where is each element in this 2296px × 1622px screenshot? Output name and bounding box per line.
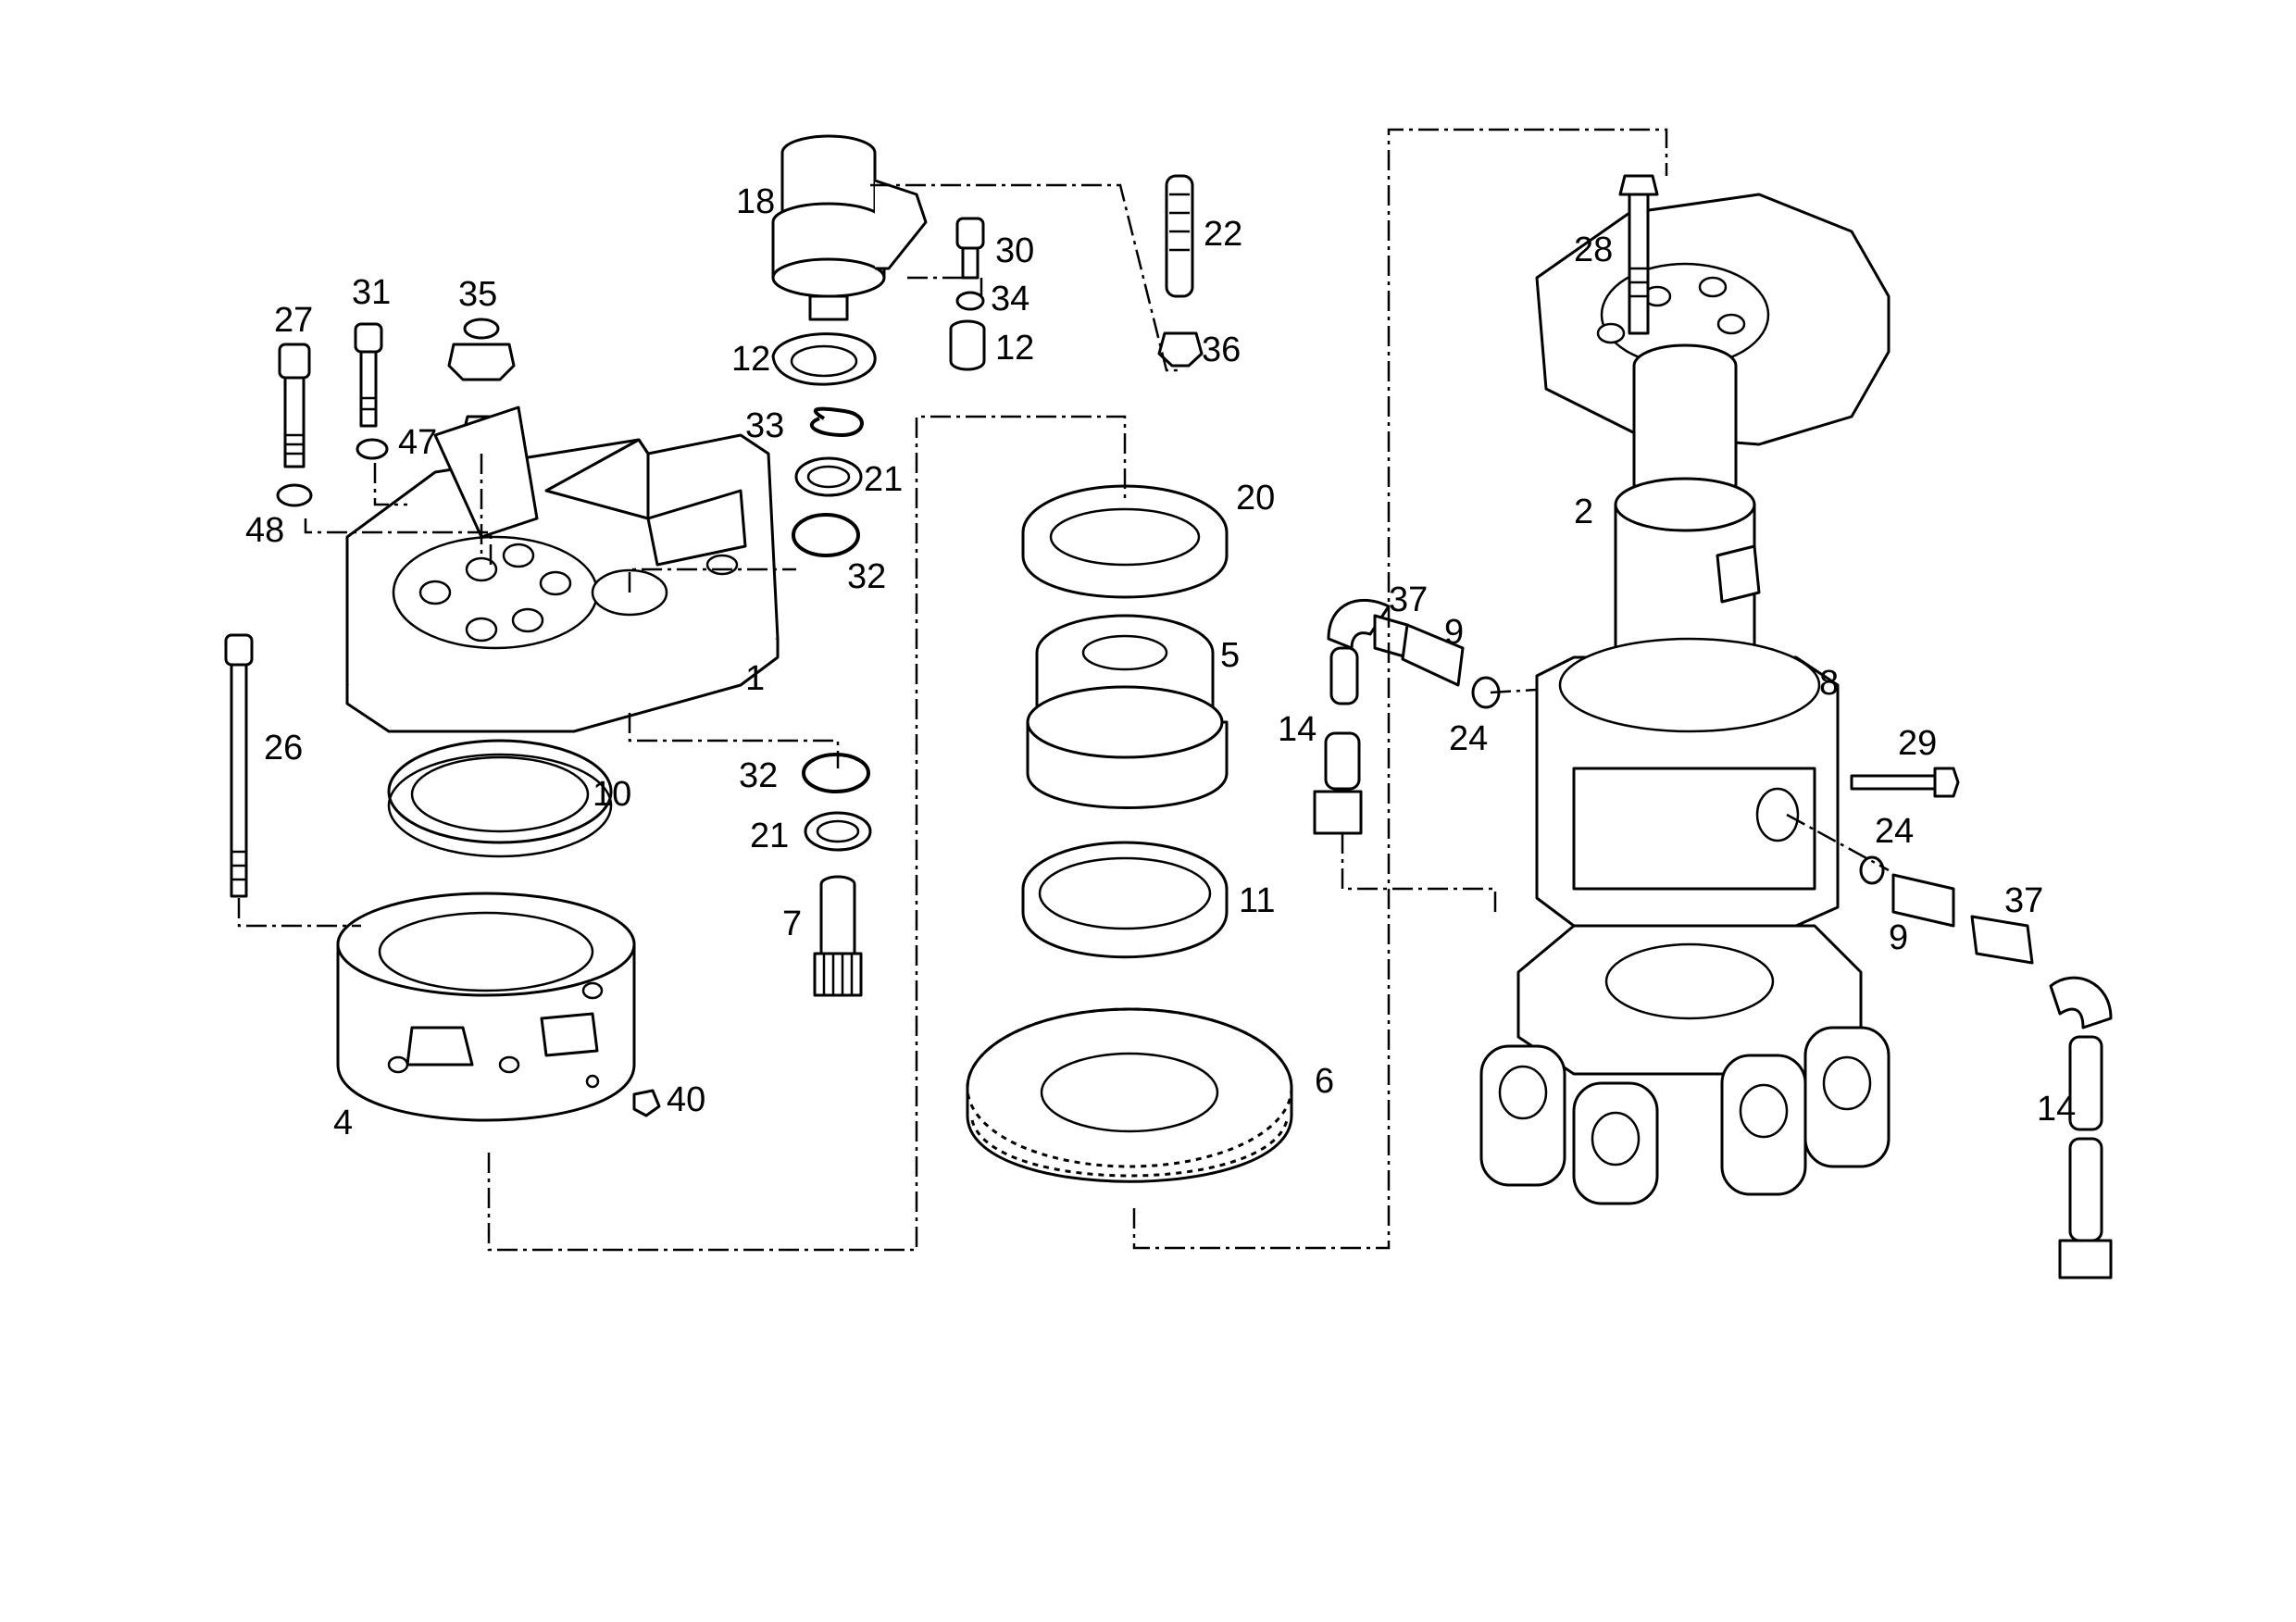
callout-12-bushing: 12 xyxy=(995,329,1034,368)
snap-ring-32 xyxy=(792,513,860,557)
callout-27: 27 xyxy=(274,301,313,340)
callout-24-left: 24 xyxy=(1449,719,1488,758)
nut-36 xyxy=(1157,331,1204,368)
rod-22 xyxy=(1165,174,1194,298)
callout-33: 33 xyxy=(745,406,784,445)
callout-32-upper: 32 xyxy=(847,557,886,596)
gasket-12 xyxy=(771,332,877,386)
sensor-9 xyxy=(1401,623,1465,687)
callout-37-right: 37 xyxy=(2004,881,2043,920)
base-mount xyxy=(1479,924,1890,1205)
callout-47: 47 xyxy=(398,423,437,462)
bolt-27 xyxy=(278,343,311,468)
callout-11: 11 xyxy=(1239,881,1275,920)
callout-9-right: 9 xyxy=(1889,918,1908,957)
callout-12-gasket: 12 xyxy=(731,340,770,379)
callout-35: 35 xyxy=(458,275,497,314)
callout-21-lower: 21 xyxy=(750,817,789,855)
callout-20: 20 xyxy=(1236,479,1275,518)
pinion-7 xyxy=(813,875,863,997)
seal-10 xyxy=(387,739,613,858)
callout-4: 4 xyxy=(333,1104,353,1142)
top-flange xyxy=(1535,193,1890,446)
callout-30: 30 xyxy=(995,231,1034,270)
bearing-21-lower xyxy=(804,811,872,852)
washer-48 xyxy=(276,483,313,507)
washer-24-right xyxy=(1859,855,1885,885)
bearing-20 xyxy=(1021,484,1229,599)
callout-14-left: 14 xyxy=(1278,710,1316,749)
snap-ring-32-lower xyxy=(802,753,870,793)
body-8 xyxy=(1535,637,1840,928)
callout-34: 34 xyxy=(991,280,1029,318)
bearing-21 xyxy=(794,456,863,497)
callout-22: 22 xyxy=(1204,215,1242,254)
washer-34 xyxy=(955,291,985,311)
callout-6: 6 xyxy=(1315,1062,1334,1101)
callout-5: 5 xyxy=(1220,636,1240,675)
bolt-28 xyxy=(1618,174,1659,335)
bushing-12 xyxy=(949,319,986,371)
washer-47 xyxy=(356,438,389,460)
hose-14 xyxy=(1313,646,1363,835)
ring-housing-4 xyxy=(336,892,636,1122)
callout-29: 29 xyxy=(1898,724,1937,763)
callout-2: 2 xyxy=(1574,493,1593,531)
bolt-31 xyxy=(354,322,383,428)
bolt-26 xyxy=(224,633,254,898)
callout-10: 10 xyxy=(593,775,631,814)
callout-9-left: 9 xyxy=(1444,613,1464,652)
callout-21-upper: 21 xyxy=(864,460,903,499)
hose-14-right xyxy=(2049,976,2113,1279)
callout-labels: 27 31 35 47 48 1 26 10 4 40 18 30 34 12 … xyxy=(245,182,2076,1142)
callout-14-right: 14 xyxy=(2037,1090,2076,1129)
hub-5 xyxy=(1026,614,1229,809)
callout-28: 28 xyxy=(1574,231,1613,269)
ring-11 xyxy=(1021,841,1229,959)
fitting-37-right xyxy=(1970,915,2034,965)
callout-26: 26 xyxy=(264,729,303,767)
callout-31: 31 xyxy=(352,273,391,312)
plug-40 xyxy=(632,1089,661,1117)
valve-18 xyxy=(771,134,928,321)
callout-37-left: 37 xyxy=(1389,580,1428,619)
sensor-9-right xyxy=(1891,873,1955,928)
callout-32-lower: 32 xyxy=(739,756,778,795)
snap-ring-33 xyxy=(810,406,864,438)
leader-lines xyxy=(237,128,1890,1252)
callout-40: 40 xyxy=(667,1080,705,1119)
callout-48: 48 xyxy=(245,511,284,550)
ring-gear-6 xyxy=(966,1007,1293,1183)
callout-7: 7 xyxy=(782,905,802,943)
bolt-29 xyxy=(1850,767,1960,798)
callout-24-right: 24 xyxy=(1875,812,1914,851)
bolt-30 xyxy=(955,217,985,280)
callout-8: 8 xyxy=(1819,664,1839,703)
callout-18: 18 xyxy=(736,182,775,221)
elbow-fitting-37 xyxy=(1327,598,1409,659)
callout-1: 1 xyxy=(745,659,765,698)
callout-36: 36 xyxy=(1202,331,1241,369)
